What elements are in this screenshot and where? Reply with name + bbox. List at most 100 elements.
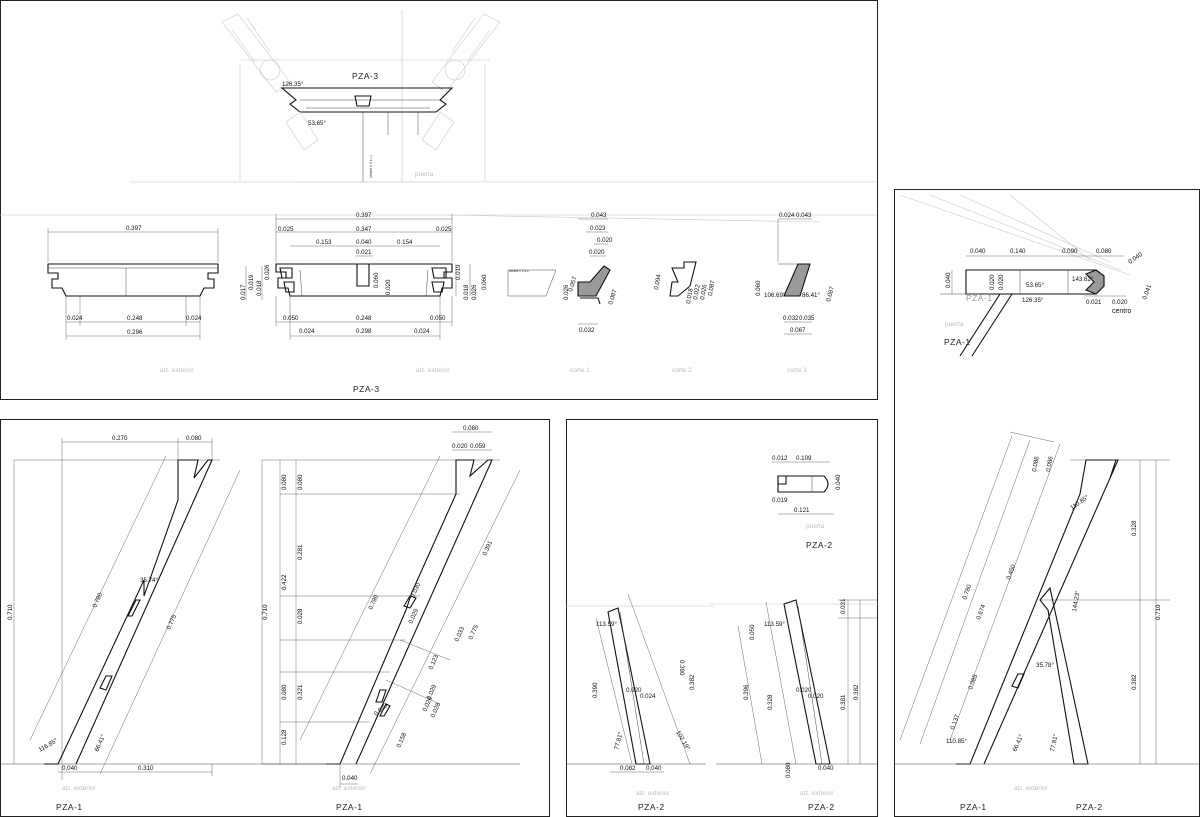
center-d-center: 0.040 <box>356 239 372 246</box>
rt-d-bottom1: 0.021 <box>1086 299 1102 306</box>
rt-d3: 0.090 <box>1062 248 1078 255</box>
pza3-plan-view: PZA-3 126.35° 53.65° puerta (detalle n 3… <box>221 10 501 183</box>
fr-angle4: 110.85° <box>946 738 967 745</box>
center-v-slot2: 0.020 <box>385 279 392 295</box>
corte2-v5: 0.026 <box>699 283 709 300</box>
br-plan-d3: 0.019 <box>772 497 788 504</box>
fr-slope3: 0.450 <box>1005 563 1017 580</box>
center-v-left-1: 0.019 <box>248 274 255 290</box>
fr-pza-a: PZA-1 <box>960 802 987 812</box>
corte1-d-b: 0.020 <box>597 237 613 244</box>
br-plan-pza: PZA-2 <box>806 540 833 550</box>
corte3-angle1: 106.69° <box>764 292 786 299</box>
center-b-mid: 0.248 <box>356 315 372 322</box>
rt-d-bottom2: 0.020 <box>1112 299 1128 306</box>
corte3-b1: 0.032 <box>783 315 799 322</box>
fr-angle5: 66.41° <box>1011 733 1025 753</box>
center-b-right: 0.050 <box>430 315 446 322</box>
rt-angle3: 143.62° <box>1072 276 1094 283</box>
br-b-v3: 0.328 <box>767 694 774 710</box>
center-b-left2: 0.024 <box>299 328 315 335</box>
br-b-v1: 0.050 <box>749 624 756 640</box>
bm-v0: 0.080 <box>281 474 288 490</box>
fr-slope2: 0.674 <box>975 603 987 620</box>
br-b-pza: PZA-2 <box>808 802 835 812</box>
bm-v3: 0.422 <box>281 574 288 590</box>
fr-slope5: 0.137 <box>949 713 961 730</box>
br-b-v4: 0.381 <box>840 694 847 710</box>
pza3-title: PZA-3 <box>352 71 379 81</box>
corte1-bottom: 0.032 <box>579 327 595 334</box>
bm-d1: 0.030 <box>409 581 422 599</box>
br-b-v5: 0.382 <box>853 684 860 700</box>
corte2-caption: corte 2 <box>672 367 692 374</box>
rt-angle1: 53.65° <box>1026 282 1044 289</box>
br-b-caption: alz. exterior <box>800 790 834 797</box>
br-a-base2: 0.040 <box>646 765 662 772</box>
pza2-leg-b: 113.59° 0.050 0.396 0.328 0.381 0.382 0.… <box>710 598 878 812</box>
bl-base1: 0.040 <box>62 765 78 772</box>
angle-bottom: 53.65° <box>308 120 326 127</box>
center-edge-left: 0.025 <box>278 226 294 233</box>
fr-caption: alz. exterior <box>1014 785 1048 792</box>
corte2-v2: 0.018 <box>685 287 695 304</box>
bm-v7: 0.128 <box>281 729 288 745</box>
corte3-v-left: 0.060 <box>755 280 762 296</box>
center-v-left-2: 0.018 <box>256 280 263 296</box>
bm-d4: 0.123 <box>427 653 440 671</box>
bm-height: 0.710 <box>262 604 269 620</box>
corte1-v3: 0.026 <box>563 284 570 300</box>
br-a-v2: 0.390 <box>592 682 599 698</box>
fr-slope1: 0.780 <box>961 583 973 600</box>
center-v-right-0: 0.019 <box>455 264 462 280</box>
center-caption: alz. exterior <box>416 367 450 374</box>
br-a-base1: 0.082 <box>620 765 636 772</box>
bl-slope-b: 0.775 <box>165 613 178 631</box>
corte-schematic: detalle n 4 s.c. <box>507 269 557 297</box>
bm-slope-c: 0.775 <box>467 623 480 641</box>
br-a-angle-top: 113.59° <box>596 621 617 628</box>
rt-d1: 0.040 <box>970 248 986 255</box>
bottom-right-panel-frame <box>566 419 878 817</box>
bm-d3: 0.033 <box>453 625 466 643</box>
corte3-angle2: 86.41° <box>802 292 820 299</box>
br-a-d2: 0.024 <box>640 693 656 700</box>
center-v-right-2: 0.026 <box>471 284 478 300</box>
corte1-v2: 0.087 <box>607 288 619 305</box>
br-b-v2: 0.396 <box>743 684 750 700</box>
br-a-d1: 0.020 <box>626 687 642 694</box>
center-b-total: 0.298 <box>356 328 372 335</box>
left-elev-d3: 0.024 <box>186 315 202 322</box>
fr-v1: 0.328 <box>1131 520 1138 536</box>
center-v-right-3: 0.060 <box>481 274 488 290</box>
br-b-d1: 0.020 <box>796 687 812 694</box>
bl-base2: 0.310 <box>138 765 154 772</box>
fr-d2: 0.086 <box>1045 455 1055 472</box>
center-b-right2: 0.024 <box>414 328 430 335</box>
bm-pza: PZA-1 <box>336 802 363 812</box>
fr-angle3: 35.78° <box>1036 662 1054 669</box>
corte-1: 0.043 0.023 0.020 0.020 0.057 0.087 0.02… <box>563 212 619 374</box>
corte1-d-a: 0.023 <box>590 225 606 232</box>
br-a-pza: PZA-2 <box>638 802 665 812</box>
br-plan-v: 0.040 <box>835 474 842 490</box>
corte2-v3: 0.022 <box>692 283 702 300</box>
bm-v2: 0.281 <box>297 544 304 560</box>
fr-d1: 0.086 <box>1031 455 1041 472</box>
fr-slope4: 0.085 <box>967 673 979 690</box>
center-edge-right: 0.025 <box>436 226 452 233</box>
rt-d-right: 0.041 <box>1141 283 1153 300</box>
angle-top: 126.35° <box>282 81 304 88</box>
far-right-panel-frame <box>894 189 1200 817</box>
bm-d9: 0.158 <box>395 731 408 749</box>
pza1-elevation-a: 0.270 0.080 0.710 0.780 0.775 35.74° 116… <box>0 435 330 812</box>
corte2-v4: 0.087 <box>707 279 717 296</box>
center-v-right-1: 0.018 <box>463 284 470 300</box>
center-elevation: 0.397 0.025 0.347 0.025 0.153 0.040 0.15… <box>240 212 488 394</box>
br-b-v6: 0.031 <box>840 598 847 614</box>
br-b-base2: 0.040 <box>818 765 834 772</box>
rt-v-small: 0.020 <box>989 274 996 290</box>
bm-v5: 0.080 <box>281 684 288 700</box>
left-elev-d1: 0.024 <box>67 315 83 322</box>
